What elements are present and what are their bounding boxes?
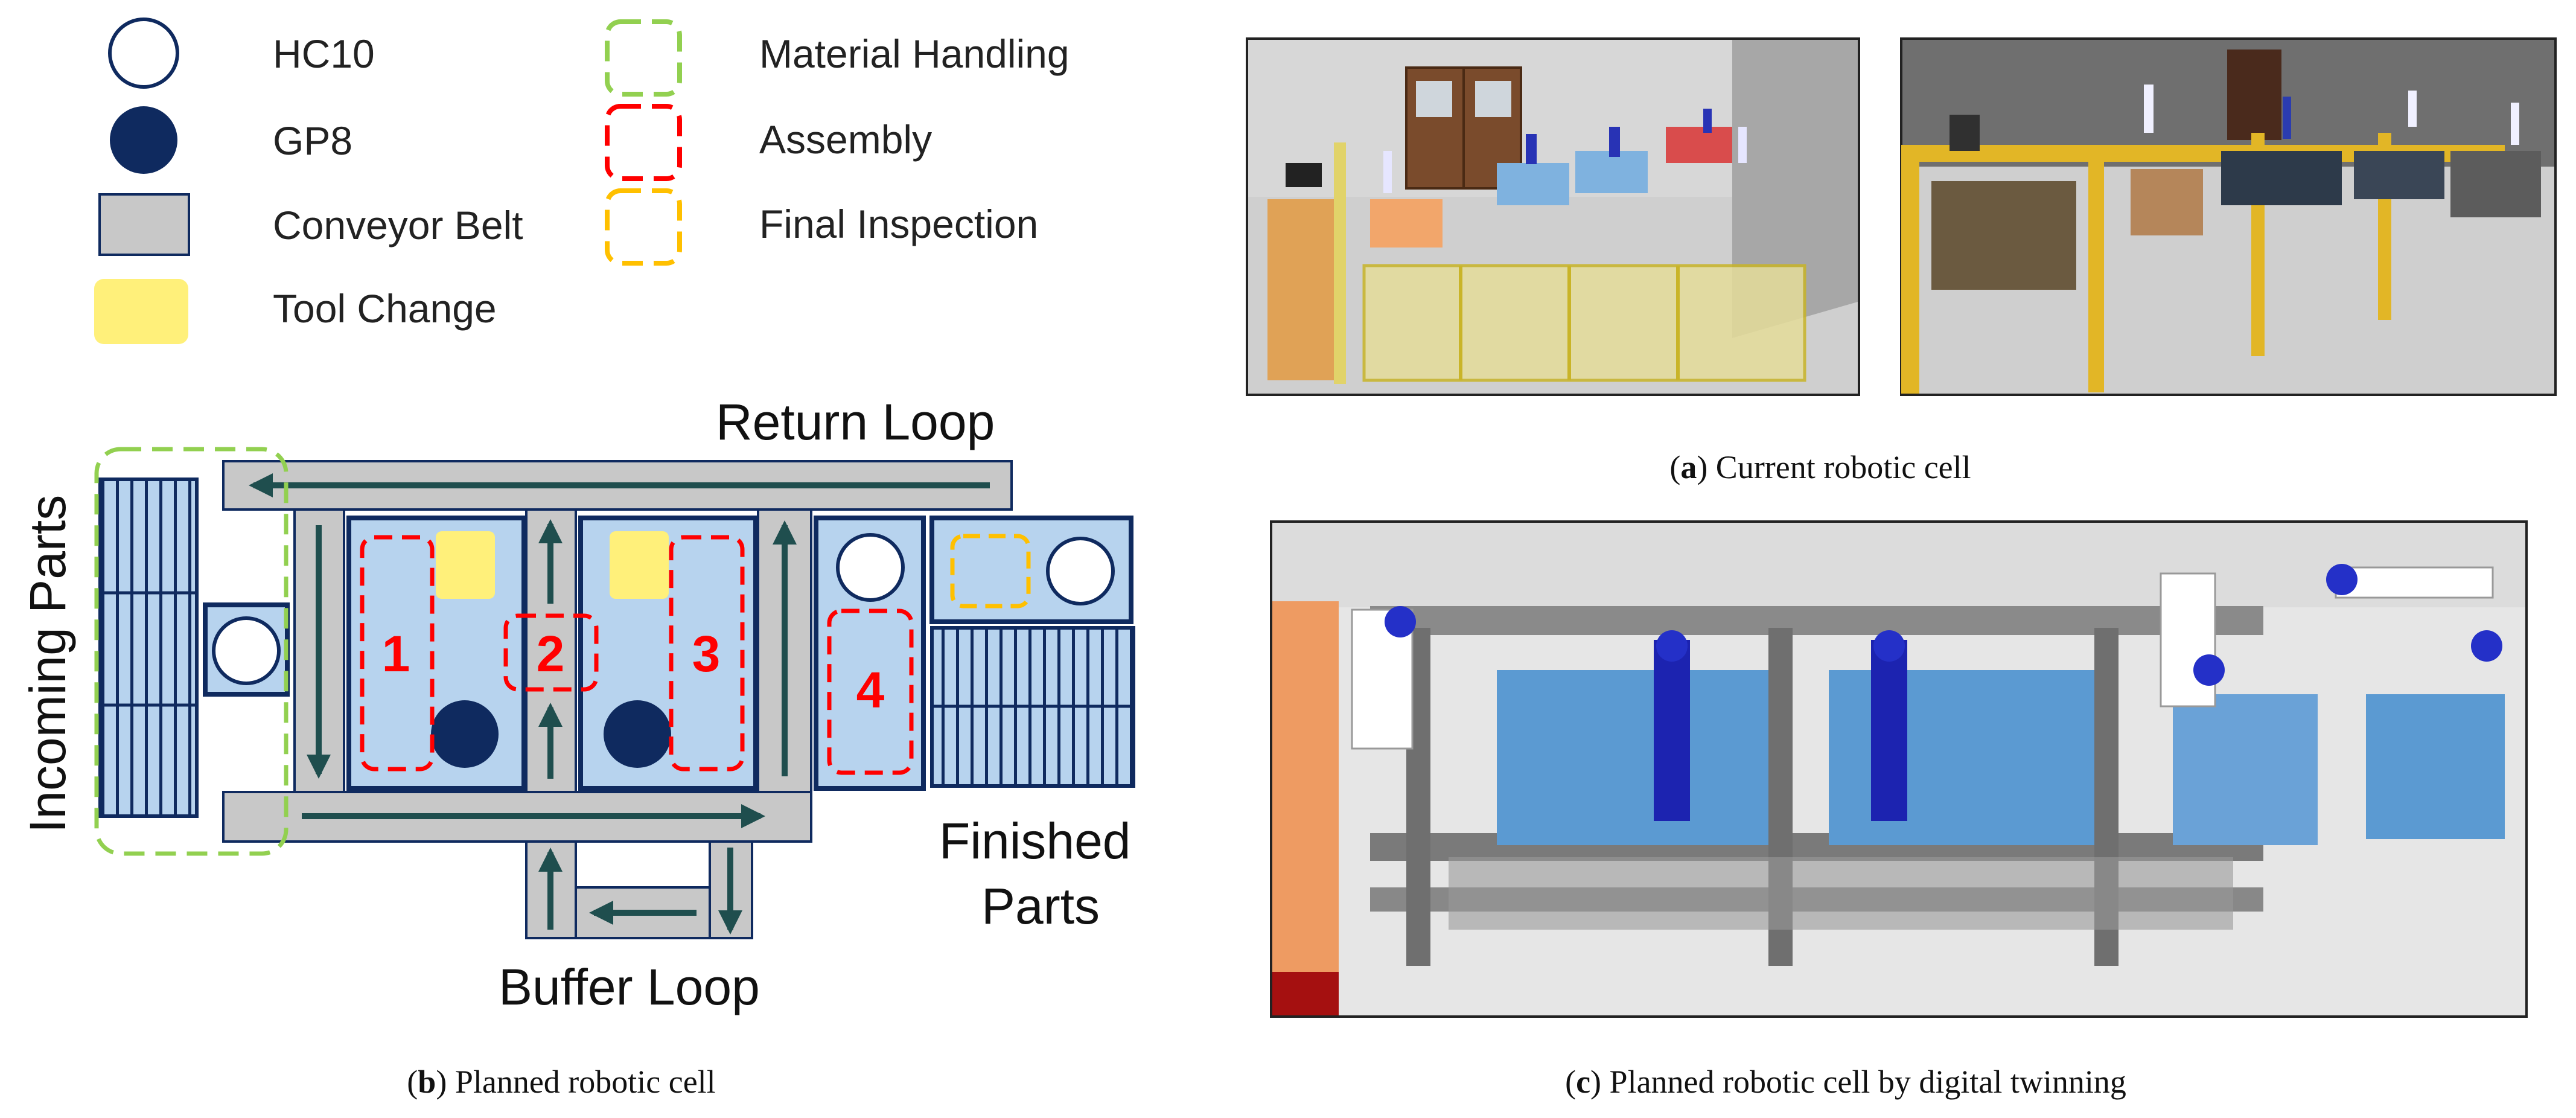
station-4-hc10-icon <box>836 533 905 602</box>
assembly-zone-4 <box>827 609 914 775</box>
assembly-legend-icon <box>605 104 682 181</box>
station-4-number: 4 <box>856 662 885 718</box>
yellow-frame-left <box>1901 157 1919 394</box>
desk <box>1267 199 1334 380</box>
station-3-gp8-icon <box>604 700 671 768</box>
assembly-zone-1 <box>360 535 435 771</box>
material-handling-zone <box>94 447 289 856</box>
return-loop-label: Return Loop <box>716 394 995 450</box>
caption-a: (a) Current robotic cell <box>1669 449 1971 485</box>
incoming-parts-rack <box>98 478 199 818</box>
station-1-tool-change <box>436 531 495 599</box>
caption-b-letter: b <box>418 1064 436 1100</box>
caption-b: (b) Planned robotic cell <box>407 1064 715 1100</box>
current-cell-simulation-photo <box>1246 37 1860 396</box>
legend-assembly-label: Assembly <box>759 117 932 162</box>
side-table <box>1272 601 1339 1015</box>
conveyor-legend-icon <box>98 193 190 256</box>
inspection-hc10-icon <box>1046 537 1115 605</box>
tool-change-legend-icon <box>94 279 188 344</box>
station-1-number: 1 <box>382 625 410 682</box>
legend-conveyor-label: Conveyor Belt <box>273 203 523 248</box>
legend-final-inspection-label: Final Inspection <box>759 202 1038 246</box>
caption-c-text: Planned robotic cell by digital twinning <box>1610 1064 2126 1100</box>
station-3-tool-change <box>610 531 669 599</box>
entrance-hc10-icon <box>212 616 281 685</box>
legend-tool-change-label: Tool Change <box>273 286 497 331</box>
assembly-zone-3 <box>669 535 745 771</box>
current-cell-real-photo <box>1900 37 2557 396</box>
twin-frame <box>1370 606 2263 635</box>
digital-twin-render <box>1270 520 2528 1018</box>
station-1-gp8-icon <box>431 700 499 768</box>
legend-hc10-label: HC10 <box>273 31 375 76</box>
legend-gp8-label: GP8 <box>273 118 352 163</box>
caption-a-letter: a <box>1680 449 1697 485</box>
station-2-number: 2 <box>537 625 565 682</box>
buffer-loop-label: Buffer Loop <box>499 959 760 1015</box>
finished-parts-label-line1: Finished <box>939 813 1131 869</box>
final-inspection-zone <box>950 534 1031 609</box>
caption-c: (c) Planned robotic cell by digital twin… <box>1565 1064 2126 1100</box>
legend-material-handling-label: Material Handling <box>759 31 1070 76</box>
fence-panels <box>1362 264 1806 382</box>
station-3-number: 3 <box>692 625 721 682</box>
planned-cell-layout: Return Loop Buffer Loop Incoming Parts F… <box>19 394 1135 1015</box>
gp8-legend-icon <box>110 106 177 174</box>
caption-a-text: Current robotic cell <box>1716 449 1971 485</box>
caption-b-text: Planned robotic cell <box>455 1064 716 1100</box>
assembly-zone-2 <box>503 613 599 692</box>
hc10-legend-icon <box>108 18 179 89</box>
twin-left-station <box>1497 670 1781 845</box>
caption-c-letter: c <box>1576 1064 1590 1100</box>
final-inspection-legend-icon <box>605 188 682 266</box>
material-handling-legend-icon <box>605 19 682 97</box>
incoming-parts-label: Incoming Parts <box>19 495 76 833</box>
finished-parts-label-line2: Parts <box>981 878 1100 934</box>
legend: HC10 GP8 Conveyor Belt Tool Change Mater… <box>94 18 1070 344</box>
